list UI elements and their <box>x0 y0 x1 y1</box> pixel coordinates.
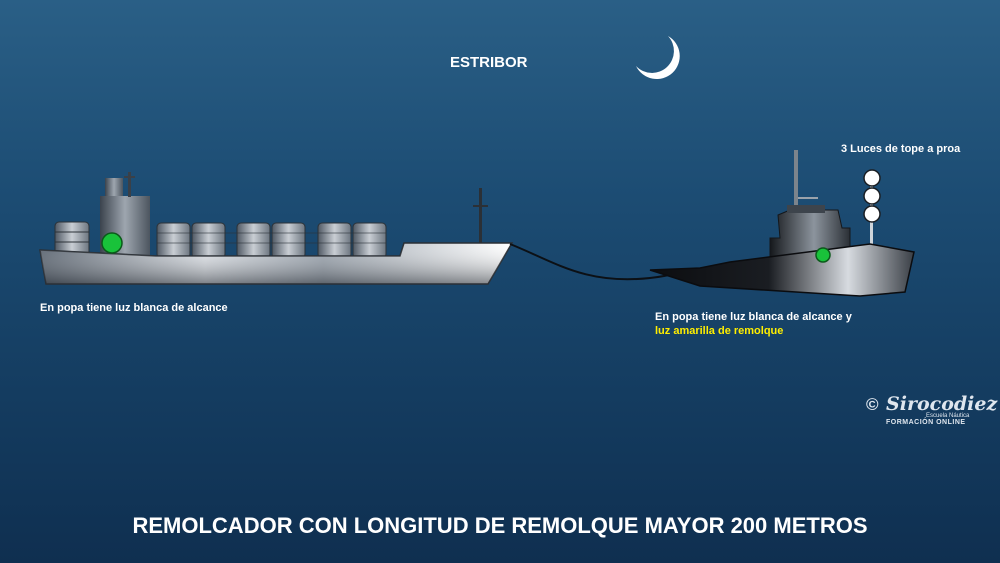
logo-subtitle: Escuela Náutica <box>926 413 970 419</box>
logo-tagline: FORMACIÓN ONLINE <box>886 419 966 426</box>
tug-hull <box>649 243 915 297</box>
tug-starboard-light-icon <box>815 247 831 263</box>
tug-note-line1: En popa tiene luz blanca de alcance y <box>655 311 852 323</box>
masthead-light-icon <box>863 187 881 205</box>
page-title: REMOLCADOR CON LONGITUD DE REMOLQUE MAYO… <box>132 513 868 538</box>
logo: © Sirocodiez Escuela Náutica FORMACIÓN O… <box>866 392 997 428</box>
masthead-lights <box>863 169 881 223</box>
towed-ship-note: En popa tiene luz blanca de alcance <box>40 302 228 314</box>
masthead-light-icon <box>863 205 881 223</box>
towed-ship <box>39 172 514 285</box>
starboard-light-icon <box>101 232 123 254</box>
masthead-light-icon <box>863 169 881 187</box>
side-label: ESTRIBOR <box>450 54 528 71</box>
tug-boat <box>649 150 915 297</box>
tug-mast <box>794 150 798 212</box>
tug-note-line2: luz amarilla de remolque <box>655 325 784 337</box>
copyright-icon: © <box>866 395 879 414</box>
logo-name: Sirocodiez <box>886 393 998 415</box>
moon-icon <box>636 36 680 80</box>
masthead-lights-label: 3 Luces de tope a proa <box>841 143 961 155</box>
towed-ship-mast <box>479 188 482 243</box>
